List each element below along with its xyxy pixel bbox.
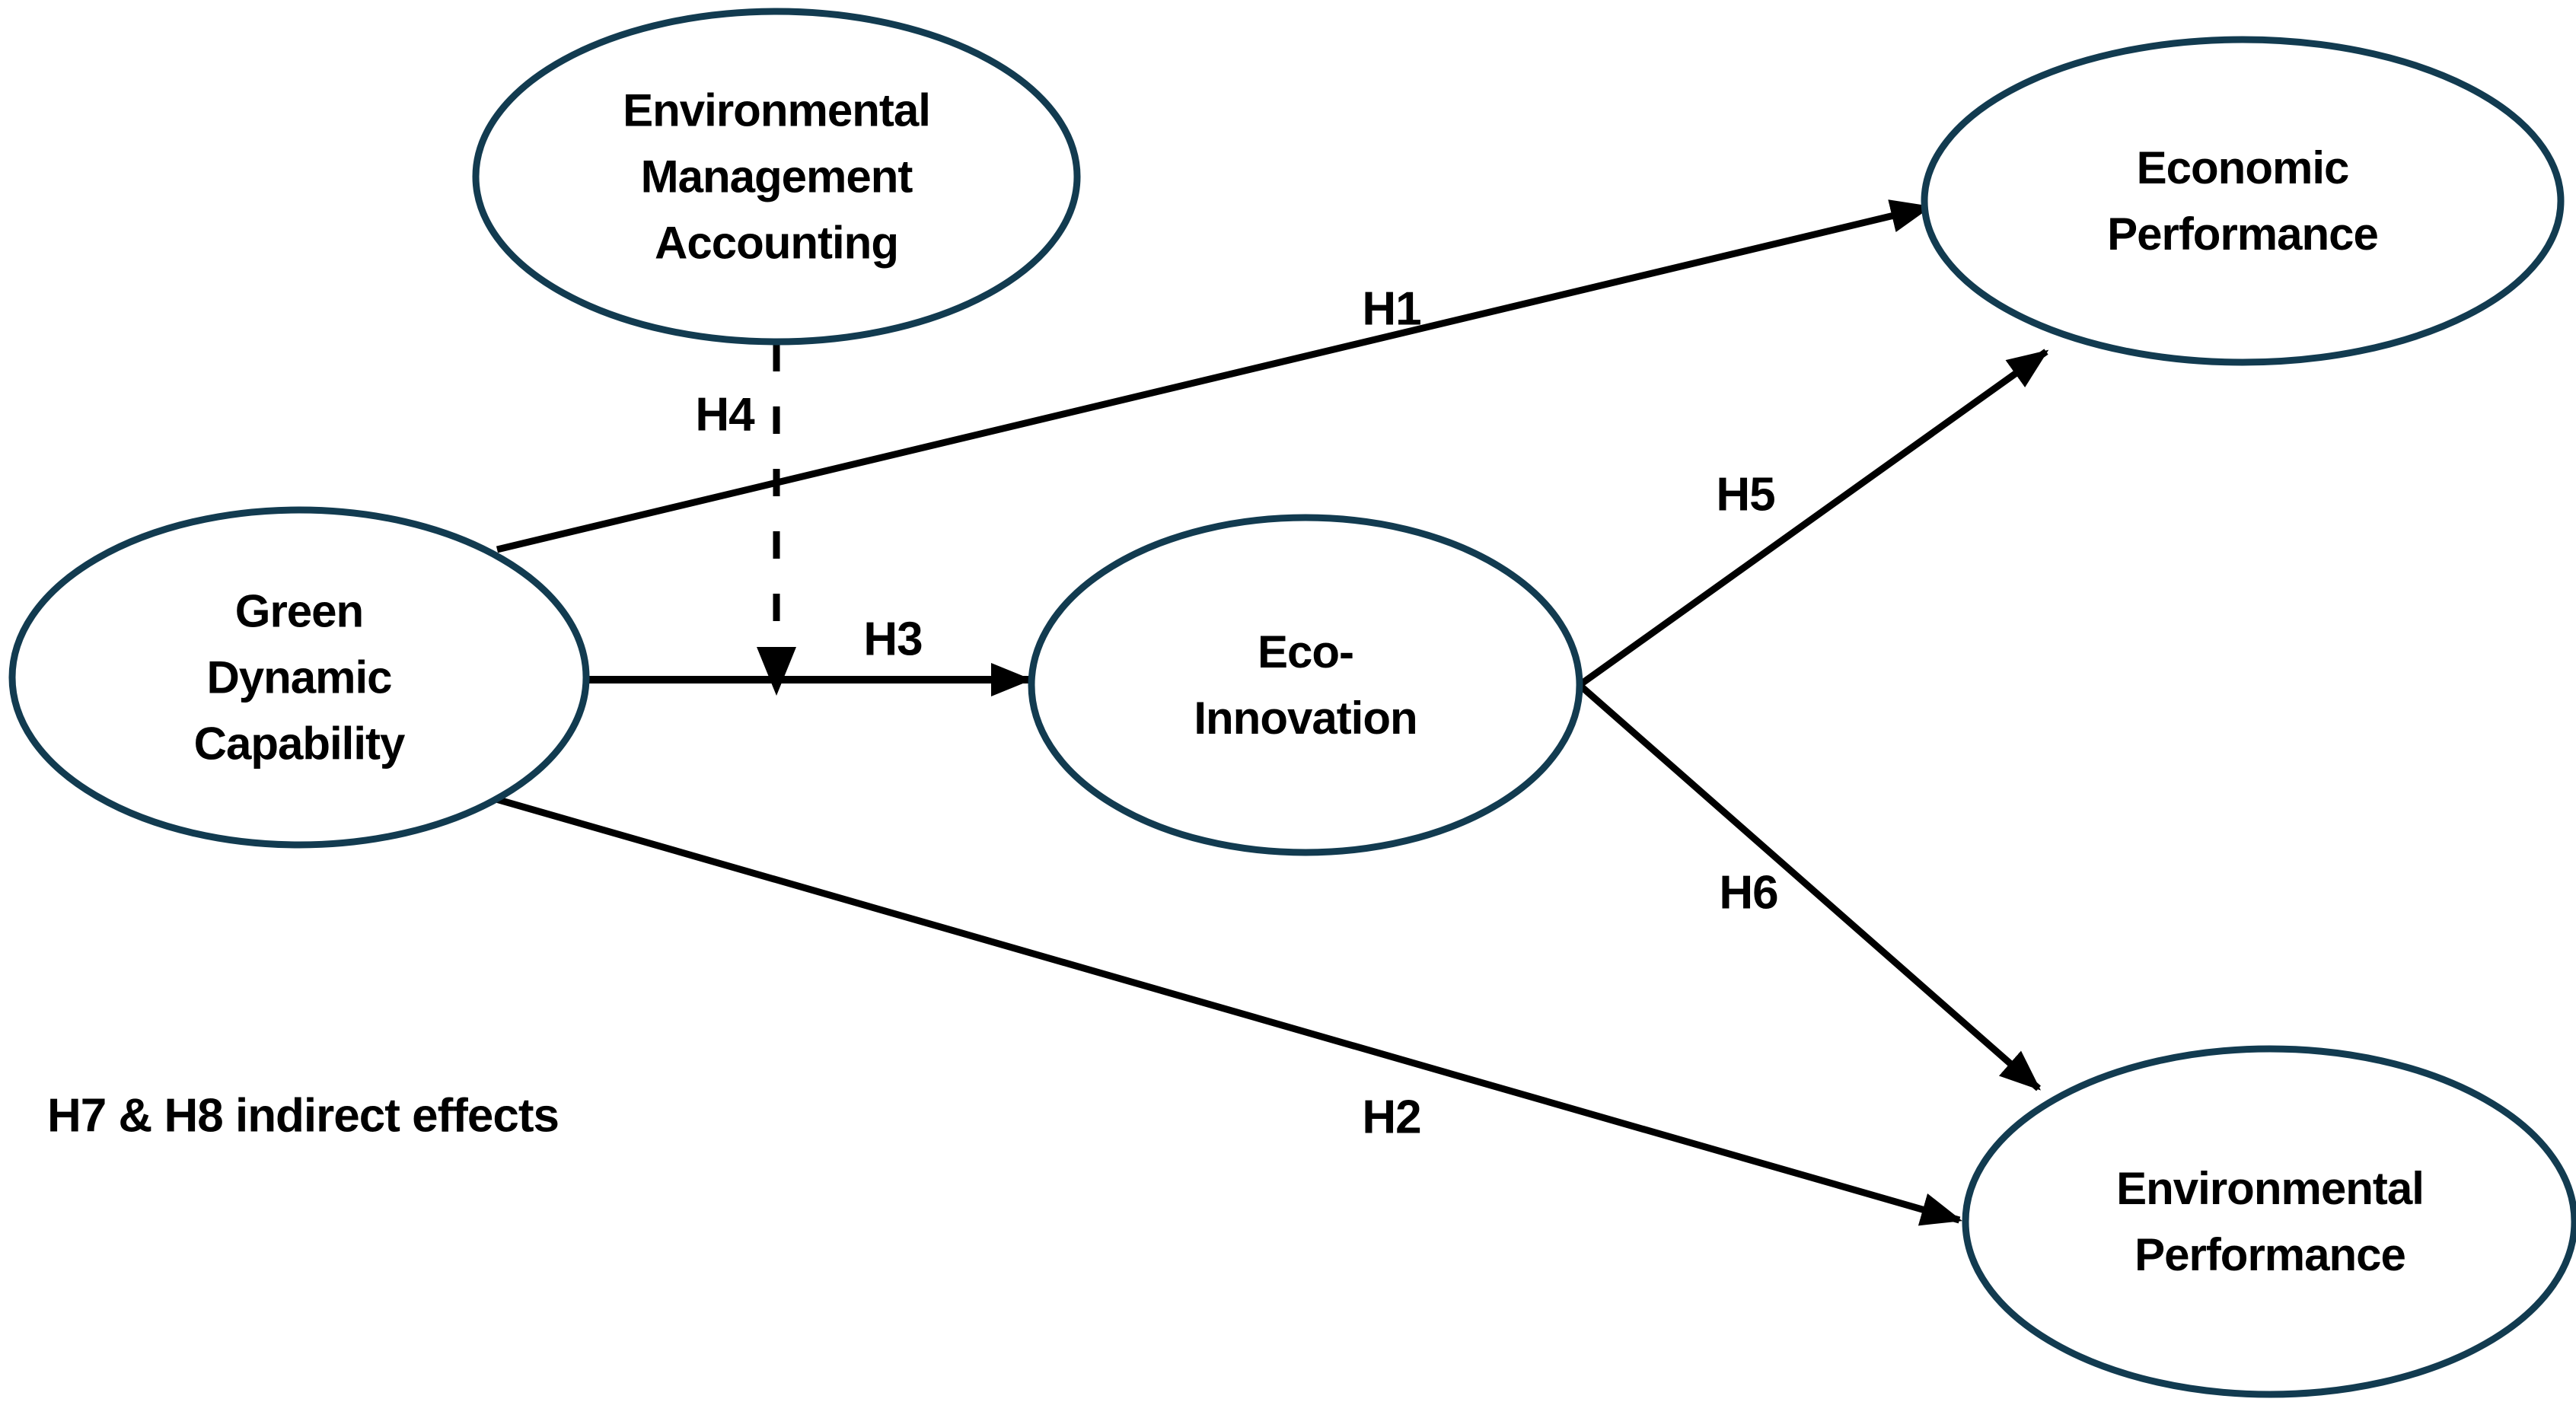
edge-h1-arrow — [496, 199, 1932, 553]
edge-h5-arrow — [1577, 349, 2049, 688]
node-ellipse-economic-performance — [1921, 36, 2565, 366]
node-label-economic-performance: Economic Performance — [2107, 142, 2379, 260]
edge-h6-arrow — [1577, 682, 2042, 1091]
node-label-eco-innovation: Eco- Innovation — [1194, 626, 1417, 744]
edge-label-h5: H5 — [1716, 468, 1775, 521]
node-ellipse-green-dynamic-capability — [8, 506, 590, 849]
node-label-environmental-performance: Environmental Performance — [2116, 1163, 2425, 1280]
node-ellipse-environmental-performance — [1962, 1045, 2576, 1398]
indirect-effects-note: H7 & H8 indirect effects — [47, 1089, 560, 1142]
edge-h4-arrowhead-icon — [757, 647, 796, 696]
edge-label-h4: H4 — [695, 388, 754, 441]
node-ellipse-eco-innovation — [1028, 514, 1583, 856]
edge-label-h6: H6 — [1719, 866, 1778, 919]
edge-h2-arrow — [489, 794, 1962, 1226]
edge-label-h2: H2 — [1362, 1091, 1421, 1144]
node-ellipse-environmental-management-accounting — [472, 8, 1081, 346]
node-label-environmental-management-accounting: Environmental Management Accounting — [623, 84, 931, 269]
node-label-green-dynamic-capability: Green Dynamic Capability — [193, 585, 406, 770]
edge-label-h1: H1 — [1362, 282, 1421, 336]
edge-label-h3: H3 — [863, 613, 923, 666]
